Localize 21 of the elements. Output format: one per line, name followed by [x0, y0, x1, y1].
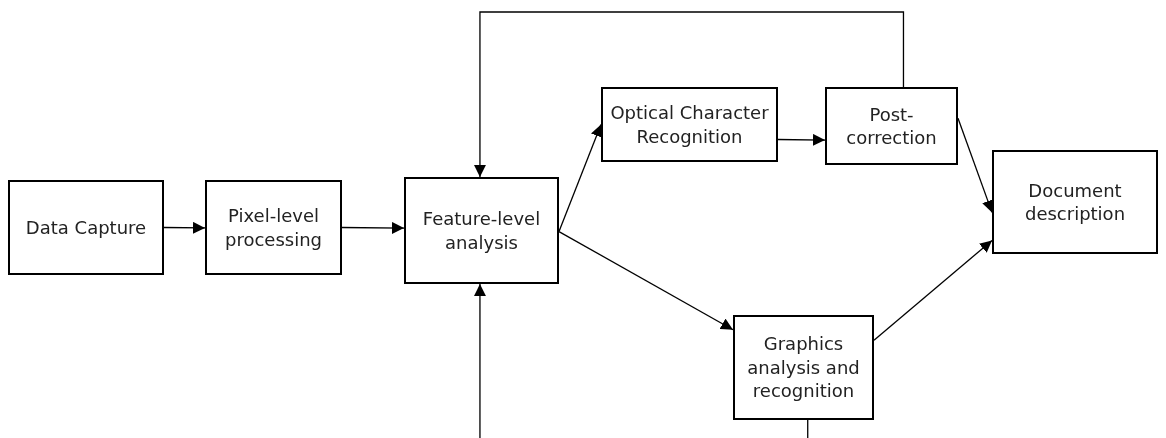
box-label: Post-correction — [845, 102, 938, 150]
arrow — [558, 230, 734, 331]
box-label: Graphics analysis and recognition — [746, 332, 861, 403]
arrow — [473, 11, 905, 178]
box-label: Document description — [1023, 178, 1127, 226]
box-label: Data Capture — [25, 215, 147, 240]
process-box — [404, 177, 559, 284]
arrow — [473, 283, 809, 438]
box-label: Optical Character Recognition — [609, 101, 770, 148]
process-box — [733, 315, 874, 420]
process-box — [8, 180, 164, 275]
arrow — [777, 133, 826, 146]
process-box — [992, 150, 1158, 254]
arrow — [873, 239, 993, 341]
process-box — [825, 87, 958, 165]
box-label: Feature-level analysis — [421, 207, 542, 254]
process-box — [205, 180, 342, 275]
arrow — [163, 221, 206, 234]
box-label: Pixel-level processing — [224, 204, 323, 251]
process-box — [601, 87, 778, 162]
arrow — [341, 221, 405, 234]
